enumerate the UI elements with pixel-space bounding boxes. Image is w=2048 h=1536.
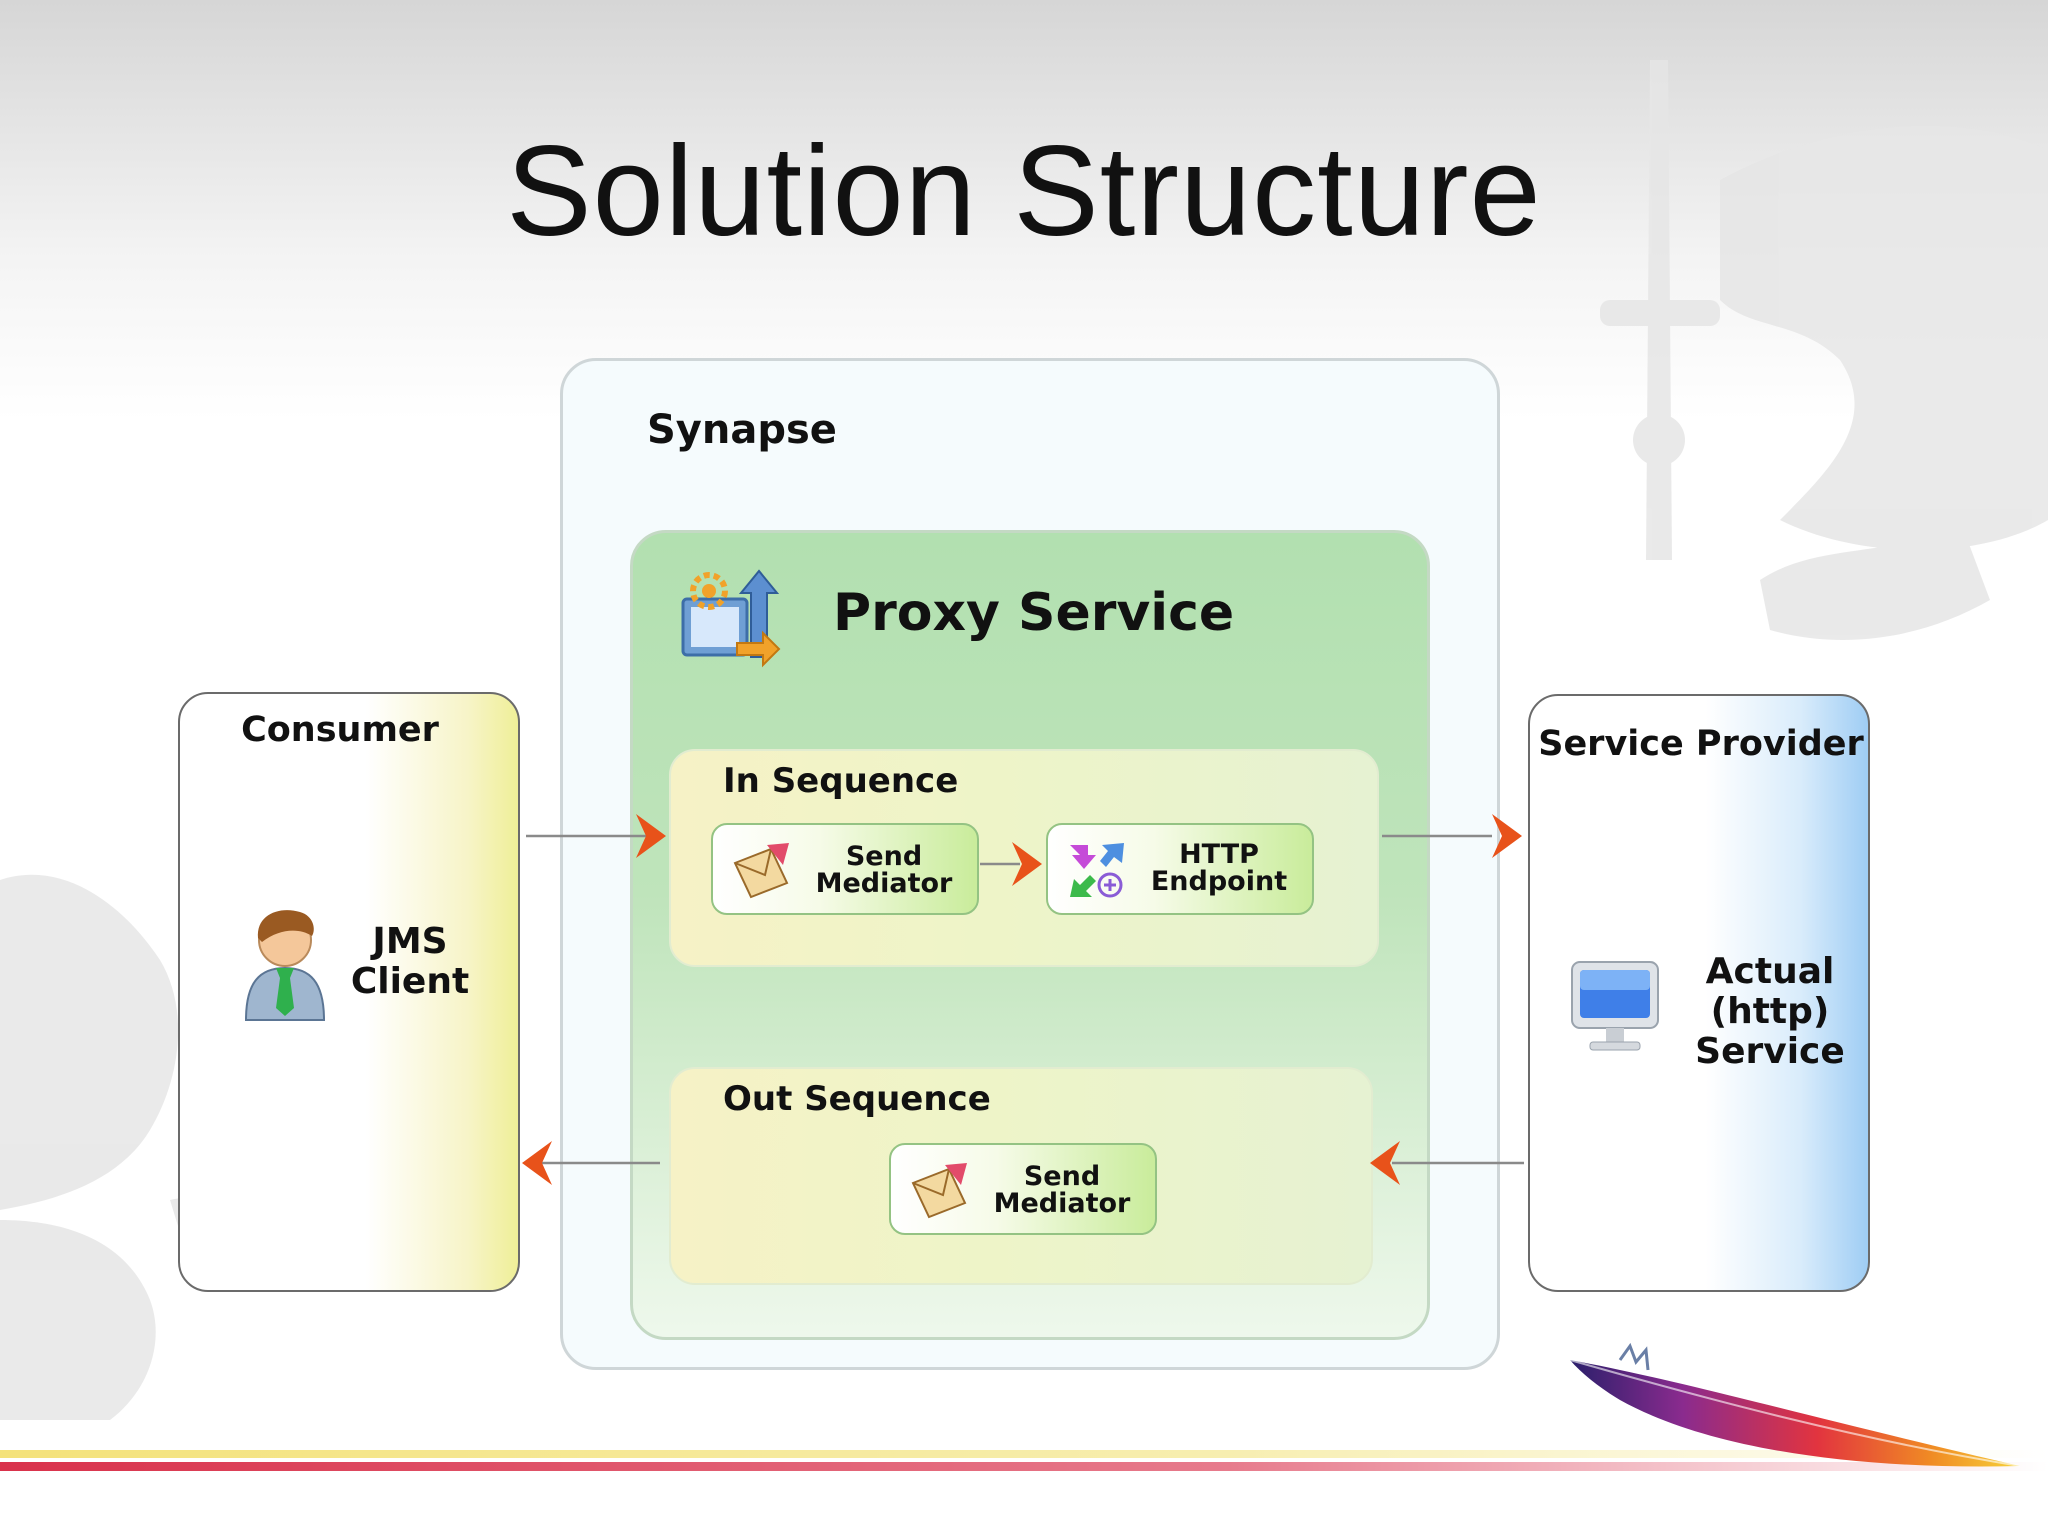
monitor-icon [1571,961,1659,1051]
out-sequence: Out Sequence Send Mediator [669,1067,1373,1285]
http-endpoint[interactable]: HTTP Endpoint [1046,823,1314,915]
envelope-icon [911,1163,967,1219]
in-sequence: In Sequence Send Mediator HTTP E [669,749,1379,967]
user-icon [244,910,326,1021]
envelope-icon [733,843,789,899]
proxy-service-icon [681,569,781,668]
footer-stripes [0,1450,2048,1471]
in-send-mediator[interactable]: Send Mediator [711,823,979,915]
proxy-service-title: Proxy Service [833,583,1235,643]
in-sequence-label: In Sequence [723,761,959,801]
synapse-label: Synapse [647,407,837,453]
jms-client-label: JMS Client [350,921,470,1002]
out-sequence-label: Out Sequence [723,1079,991,1119]
proxy-service-container: Proxy Service In Sequence Send Mediator [630,530,1430,1340]
consumer-box: Consumer JMS Client [178,692,520,1292]
consumer-title: Consumer [241,710,439,750]
send-mediator-label: Send Mediator [815,841,953,899]
actual-service-label: Actual (http) Service [1695,951,1845,1072]
send-mediator-label: Send Mediator [993,1161,1131,1219]
slide-title: Solution Structure [506,120,1542,263]
endpoint-arrows-icon [1070,843,1124,898]
service-provider-title: Service Provider [1538,724,1864,764]
feather-logo [1569,1342,2021,1467]
service-provider-box: Service Provider Actual (http) Service [1528,694,1870,1292]
http-endpoint-label: HTTP Endpoint [1150,839,1288,897]
out-send-mediator[interactable]: Send Mediator [889,1143,1157,1235]
